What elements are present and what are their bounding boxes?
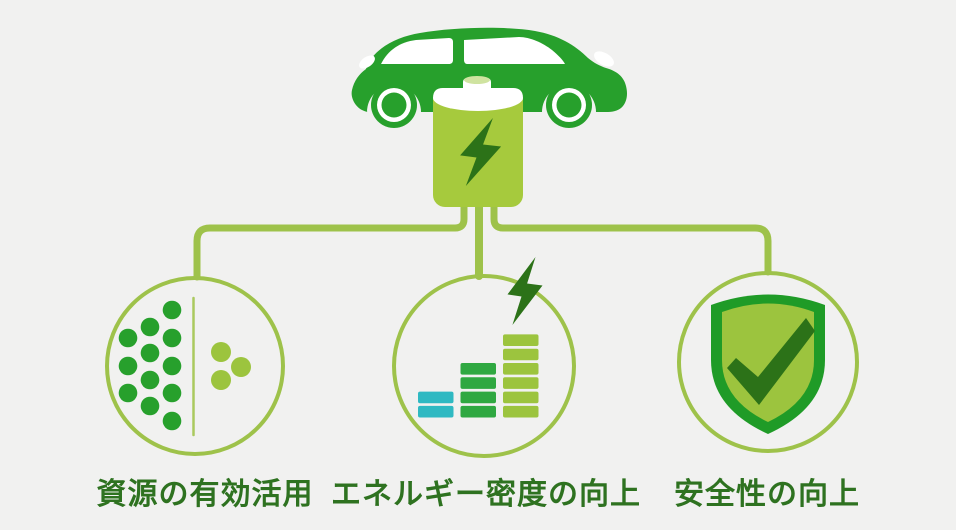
label-resources: 資源の有効活用 — [96, 477, 314, 512]
bar-segment — [503, 348, 539, 361]
bar-segment — [503, 391, 539, 404]
bar-segment — [418, 391, 454, 404]
battery-terminal-top — [464, 76, 490, 84]
resource-circle — [105, 276, 285, 456]
resource-node — [105, 276, 285, 456]
large-dot — [162, 300, 182, 320]
large-dot — [118, 328, 138, 348]
safety-node — [677, 271, 859, 453]
battery-cap — [433, 88, 523, 111]
shield-check-icon — [711, 294, 825, 434]
bar-segment — [503, 377, 539, 389]
bar-segment — [460, 363, 496, 375]
shield-inner — [722, 303, 814, 422]
bar-segment — [460, 405, 496, 418]
label-safety: 安全性の向上 — [674, 477, 860, 512]
small-dot — [231, 357, 251, 377]
energy-node — [392, 257, 576, 458]
car-rear-wheel — [371, 82, 417, 128]
energy-bars-icon — [418, 334, 539, 418]
small-dot — [211, 370, 231, 390]
large-dot — [162, 328, 182, 348]
energy-circle — [392, 274, 576, 458]
car-head-light — [594, 51, 614, 67]
bar-segment — [460, 391, 496, 404]
energy-lightning-icon — [507, 257, 543, 325]
large-dot — [118, 383, 138, 403]
large-dot — [162, 356, 182, 376]
resource-dots-icon — [118, 300, 251, 431]
large-dot — [162, 411, 182, 431]
bar-segment — [503, 334, 539, 346]
battery-lightning-icon — [433, 76, 523, 207]
bar-segment — [418, 405, 454, 418]
car-tail-light — [359, 55, 375, 69]
bar-segment — [503, 363, 539, 375]
eco-car-icon — [351, 27, 627, 128]
car-rear-window — [381, 38, 453, 64]
large-dot — [118, 356, 138, 376]
bar-segment — [503, 405, 539, 418]
large-dot — [140, 343, 160, 363]
connector-right — [490, 200, 772, 276]
car-front-window — [464, 37, 565, 64]
safety-circle — [677, 271, 859, 453]
connector-left — [193, 200, 468, 281]
large-dot — [140, 396, 160, 416]
large-dot — [140, 317, 160, 337]
large-dot — [162, 383, 182, 403]
small-dot — [211, 342, 231, 362]
shield-checkmark — [727, 318, 815, 405]
label-energy-density: エネルギー密度の向上 — [331, 477, 641, 512]
car-front-wheel — [546, 82, 592, 128]
connector-lines — [193, 200, 772, 281]
bar-segment — [460, 377, 496, 389]
large-dot — [140, 370, 160, 390]
